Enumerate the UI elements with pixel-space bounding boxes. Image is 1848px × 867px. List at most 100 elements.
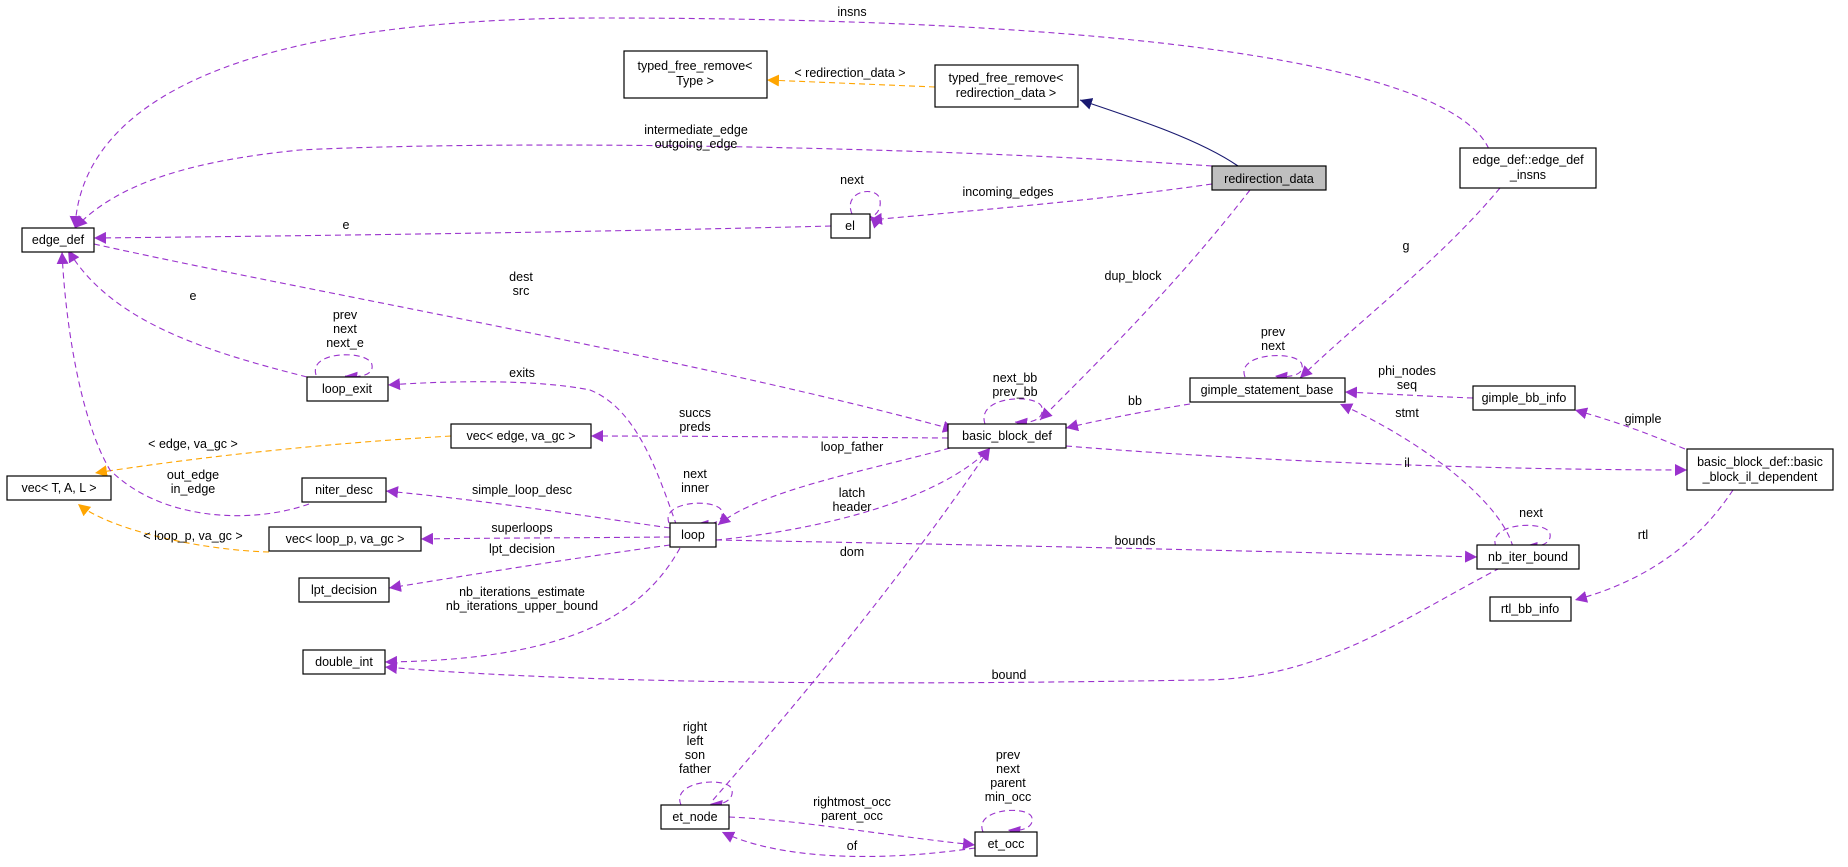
label-loop-p-vagc: < loop_p, va_gc >	[143, 529, 242, 543]
node-gimple-bb-info[interactable]: gimple_bb_info	[1472, 385, 1576, 411]
edge-g	[1299, 187, 1501, 379]
node-basic-block-il-dependent[interactable]: basic_block_def::basic_block_il_dependen…	[1686, 448, 1834, 491]
svg-text:edge_def: edge_def	[32, 233, 85, 247]
edge-rtl	[1574, 489, 1734, 603]
svg-text:vec< edge, va_gc >: vec< edge, va_gc >	[466, 429, 575, 443]
node-vec-edge[interactable]: vec< edge, va_gc >	[450, 423, 592, 449]
svg-text:loop: loop	[681, 528, 705, 542]
label-dom: dom	[840, 545, 864, 559]
edge-dest-src	[93, 243, 956, 433]
label-loop-father: loop_father	[821, 440, 884, 454]
svg-text:redirection_data: redirection_data	[1224, 172, 1314, 186]
label-stmt: stmt	[1395, 406, 1419, 420]
label-edge-vagc: < edge, va_gc >	[148, 437, 238, 451]
edge-nb-self	[1494, 524, 1551, 554]
svg-text:basic_block_def: basic_block_def	[962, 429, 1052, 443]
svg-text:lpt_decision: lpt_decision	[311, 583, 377, 597]
label-e-el: e	[343, 218, 350, 232]
svg-text:vec< T, A, L >: vec< T, A, L >	[21, 481, 96, 495]
edge-bb	[1065, 403, 1191, 432]
label-of: of	[847, 839, 858, 853]
edge-dom	[712, 447, 991, 801]
edge-rightmost	[728, 816, 976, 850]
edge-lpt-decision	[388, 544, 671, 593]
svg-text:vec< loop_p, va_gc >: vec< loop_p, va_gc >	[286, 532, 405, 546]
edge-of	[721, 831, 976, 858]
edge-template-vec-edge	[94, 435, 452, 478]
svg-text:double_int: double_int	[315, 655, 373, 669]
svg-text:et_occ: et_occ	[988, 837, 1025, 851]
node-typed-free-remove-redirection[interactable]: typed_free_remove<redirection_data >	[934, 64, 1079, 108]
edge-labels: insns < redirection_data > intermediate_…	[143, 5, 1661, 853]
edge-stmt	[1339, 403, 1514, 548]
edge-incoming-edges	[869, 183, 1213, 225]
node-et-occ[interactable]: et_occ	[974, 831, 1038, 857]
node-nb-iter-bound[interactable]: nb_iter_bound	[1476, 544, 1580, 570]
svg-text:gimple_bb_info: gimple_bb_info	[1482, 391, 1567, 405]
edge-template-redirection	[766, 74, 936, 88]
edge-phi-seq	[1344, 386, 1474, 399]
label-e-loop-exit: e	[190, 289, 197, 303]
svg-text:gimple_statement_base: gimple_statement_base	[1201, 383, 1334, 397]
label-bound: bound	[992, 668, 1027, 682]
node-typed-free-remove-type[interactable]: typed_free_remove<Type >	[623, 50, 768, 99]
edge-insns	[69, 17, 1493, 229]
label-el-next: next	[840, 173, 864, 187]
node-edge-def[interactable]: edge_def	[21, 227, 95, 253]
node-rtl-bb-info[interactable]: rtl_bb_info	[1489, 596, 1572, 622]
label-rtl: rtl	[1638, 528, 1648, 542]
label-superloops: superloops	[491, 521, 552, 535]
edge-nb-iterations	[384, 547, 681, 668]
svg-text:rtl_bb_info: rtl_bb_info	[1501, 602, 1559, 616]
label-il: il	[1404, 456, 1410, 470]
node-loop[interactable]: loop	[669, 522, 717, 548]
edge-bounds	[715, 539, 1478, 563]
label-insns: insns	[837, 5, 866, 19]
svg-text:loop_exit: loop_exit	[322, 382, 373, 396]
node-et-node[interactable]: et_node	[660, 804, 730, 830]
edge-template-vec-loop	[77, 503, 270, 553]
edge-out-in-edge	[56, 251, 310, 517]
edge-latch-header	[715, 447, 991, 541]
node-basic-block-def[interactable]: basic_block_def	[947, 423, 1067, 449]
node-vec-loop-p[interactable]: vec< loop_p, va_gc >	[268, 526, 422, 552]
label-simple-loop-desc: simple_loop_desc	[472, 483, 572, 497]
svg-text:basic_block_def::basic_block_i: basic_block_def::basic_block_il_dependen…	[1697, 455, 1823, 484]
node-niter-desc[interactable]: niter_desc	[301, 477, 387, 503]
edge-e-el	[93, 225, 832, 244]
label-exits: exits	[509, 366, 535, 380]
node-edge-def-insns[interactable]: edge_def::edge_def_insns	[1459, 147, 1597, 189]
svg-text:et_node: et_node	[672, 810, 717, 824]
edges	[56, 17, 1734, 858]
svg-text:typed_free_remove<redirection_: typed_free_remove<redirection_data >	[948, 71, 1063, 100]
node-double-int[interactable]: double_int	[302, 649, 386, 675]
edge-et-node-self	[679, 781, 733, 812]
edge-gimple	[1574, 407, 1686, 450]
edge-simple-loop-desc	[385, 486, 671, 529]
label-g: g	[1403, 239, 1410, 253]
edge-bound	[384, 567, 1501, 684]
edge-inherit-redirection-typed	[1079, 98, 1239, 167]
edge-dup-block	[1039, 189, 1251, 421]
node-el[interactable]: el	[830, 213, 871, 239]
node-loop-exit[interactable]: loop_exit	[306, 376, 389, 402]
node-gimple-statement-base[interactable]: gimple_statement_base	[1189, 377, 1346, 403]
edge-loop-self	[667, 502, 723, 532]
edge-loop-father	[717, 447, 951, 526]
label-bounds: bounds	[1114, 534, 1155, 548]
node-vec-t-a-l[interactable]: vec< T, A, L >	[6, 475, 112, 501]
node-redirection-data[interactable]: redirection_data	[1211, 165, 1327, 191]
node-lpt-decision[interactable]: lpt_decision	[298, 577, 390, 603]
label-bb: bb	[1128, 394, 1142, 408]
edge-e-loop-exit	[67, 249, 308, 378]
edge-el-self	[849, 191, 883, 229]
